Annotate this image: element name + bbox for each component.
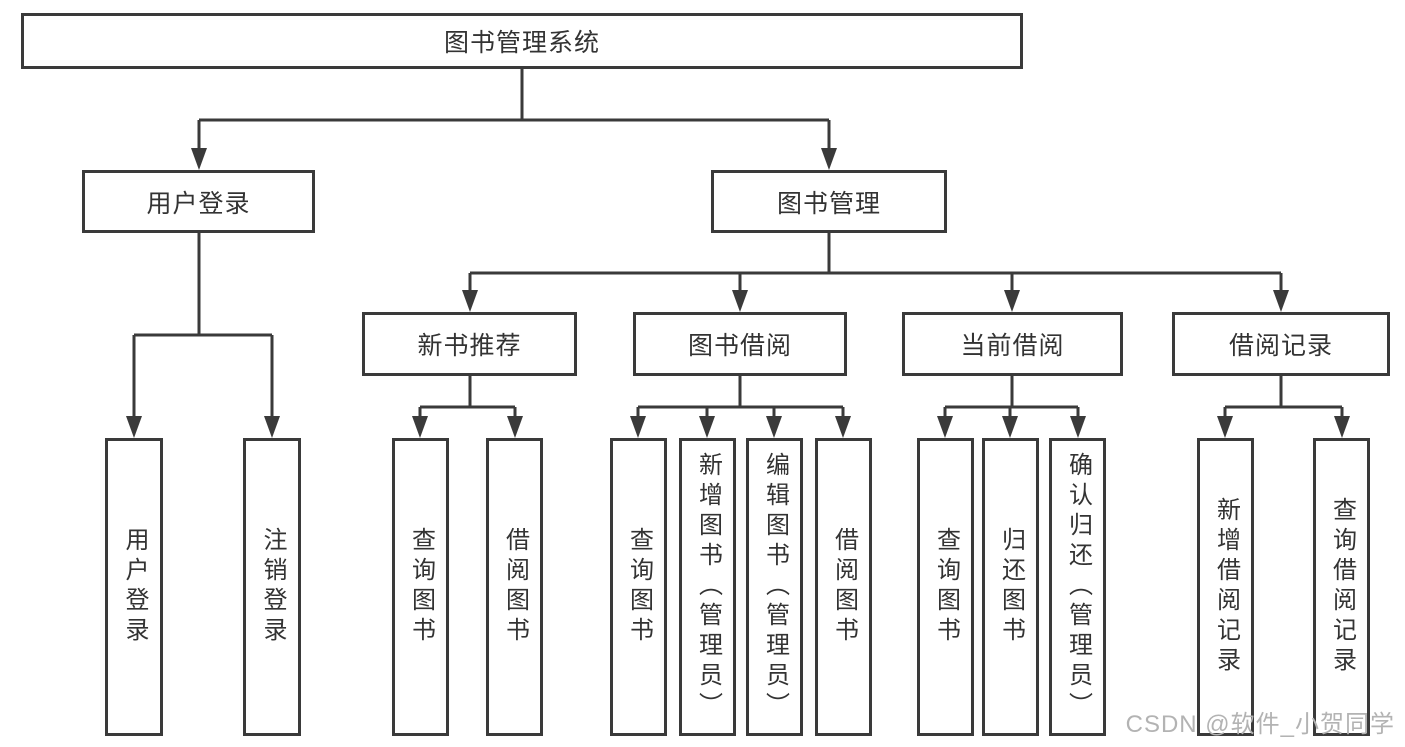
leaf-borrow-books-1: 借阅图书 <box>486 438 543 736</box>
node-book-borrow: 图书借阅 <box>633 312 847 376</box>
connector-book-borrow <box>630 376 851 438</box>
node-new-book-recommend: 新书推荐 <box>362 312 577 376</box>
leaf-borrow-books-1-label: 借阅图书 <box>501 527 529 647</box>
leaf-return-books-label: 归还图书 <box>997 527 1025 647</box>
leaf-edit-books-admin-label: 编辑图书（管理员） <box>761 452 789 722</box>
node-borrow-records: 借阅记录 <box>1172 312 1390 376</box>
watermark: CSDN @软件_小贺同学 <box>1125 711 1395 738</box>
leaf-add-books-admin-label: 新增图书（管理员） <box>694 452 722 722</box>
node-user-login: 用户登录 <box>82 170 315 233</box>
leaf-query-books-1: 查询图书 <box>392 438 449 736</box>
leaf-query-books-1-label: 查询图书 <box>407 527 435 647</box>
leaf-confirm-return-admin: 确认归还（管理员） <box>1049 438 1106 736</box>
node-book-management: 图书管理 <box>711 170 947 233</box>
leaf-borrow-books-2: 借阅图书 <box>815 438 872 736</box>
connector-current-borrow <box>937 376 1086 438</box>
leaf-query-books-2: 查询图书 <box>610 438 667 736</box>
leaf-query-books-3: 查询图书 <box>917 438 974 736</box>
leaf-add-books-admin: 新增图书（管理员） <box>679 438 736 736</box>
leaf-logout-label: 注销登录 <box>259 527 286 647</box>
node-book-borrow-label: 图书借阅 <box>687 332 792 360</box>
leaf-user-login: 用户登录 <box>105 438 163 736</box>
leaf-confirm-return-admin-label: 确认归还（管理员） <box>1064 452 1092 722</box>
leaf-add-borrow-record: 新增借阅记录 <box>1197 438 1254 736</box>
leaf-logout: 注销登录 <box>243 438 301 736</box>
leaf-query-borrow-record: 查询借阅记录 <box>1313 438 1370 736</box>
node-new-book-recommend-label: 新书推荐 <box>417 332 522 360</box>
leaf-borrow-books-2-label: 借阅图书 <box>830 527 858 647</box>
connector-new-book-recommend <box>412 376 523 438</box>
leaf-return-books: 归还图书 <box>982 438 1039 736</box>
node-current-borrow: 当前借阅 <box>902 312 1123 376</box>
connector-root <box>191 69 837 170</box>
connector-user-login <box>126 233 280 438</box>
leaf-add-borrow-record-label: 新增借阅记录 <box>1212 497 1240 677</box>
leaf-query-books-2-label: 查询图书 <box>625 527 653 647</box>
node-borrow-records-label: 借阅记录 <box>1228 332 1333 360</box>
leaf-edit-books-admin: 编辑图书（管理员） <box>746 438 803 736</box>
node-book-management-label: 图书管理 <box>776 189 881 218</box>
leaf-query-books-3-label: 查询图书 <box>932 527 960 647</box>
node-root-label: 图书管理系统 <box>443 29 600 57</box>
leaf-query-borrow-record-label: 查询借阅记录 <box>1328 497 1356 677</box>
node-current-borrow-label: 当前借阅 <box>960 332 1065 360</box>
node-user-login-label: 用户登录 <box>146 189 251 218</box>
connector-book-management <box>462 233 1289 312</box>
node-root: 图书管理系统 <box>21 13 1023 69</box>
leaf-user-login-label: 用户登录 <box>121 527 148 647</box>
connector-borrow-records <box>1217 376 1350 438</box>
